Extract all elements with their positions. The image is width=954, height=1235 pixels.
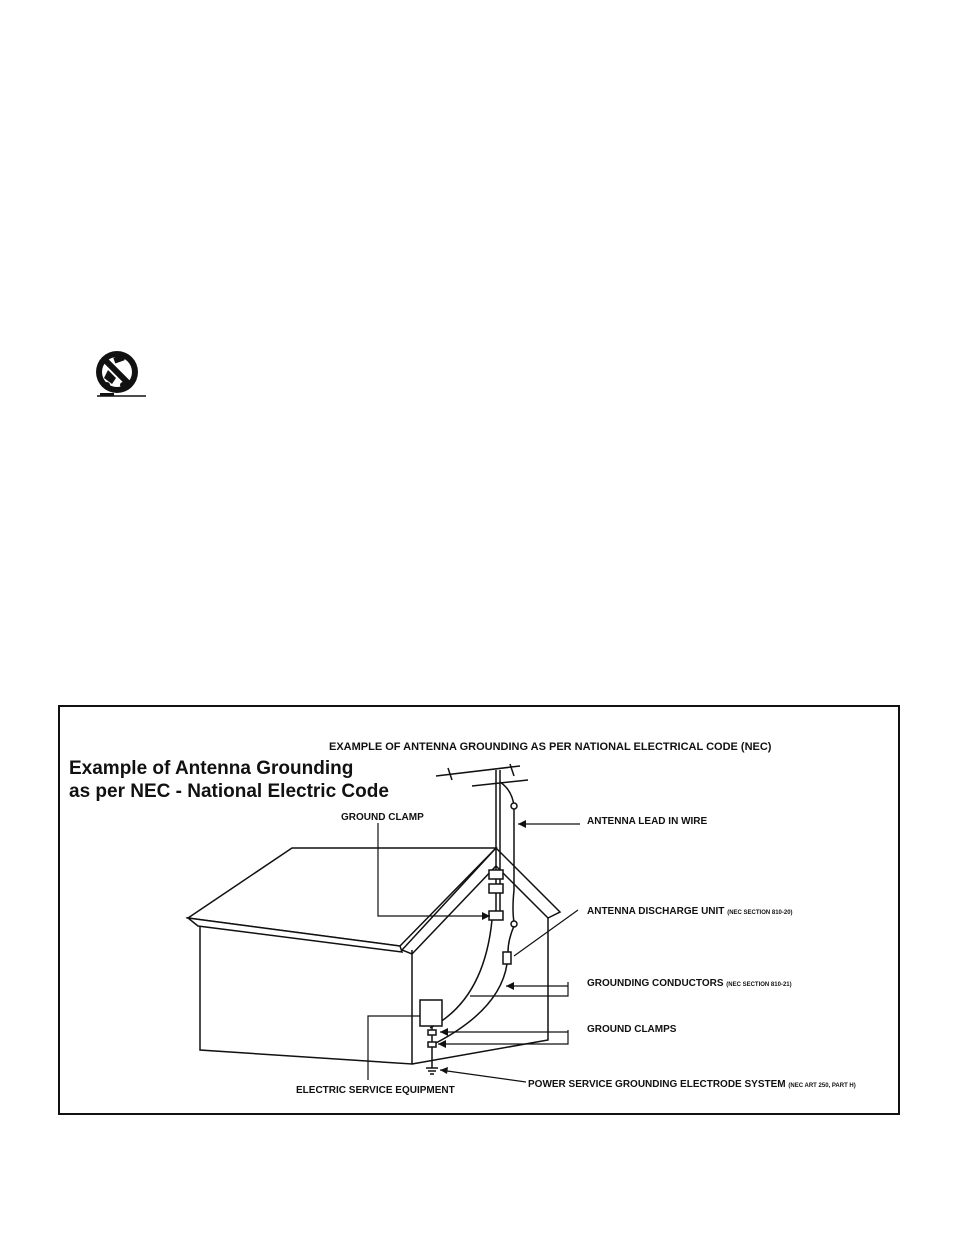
antenna-grounding-figure-frame — [58, 705, 900, 1115]
label-antenna-lead-in-wire: ANTENNA LEAD IN WIRE — [587, 816, 708, 827]
label-antenna-discharge-unit: ANTENNA DISCHARGE UNIT (NEC SECTION 810-… — [587, 906, 793, 917]
label-power-service-grounding: POWER SERVICE GROUNDING ELECTRODE SYSTEM… — [528, 1079, 856, 1090]
figure-caption: EXAMPLE OF ANTENNA GROUNDING AS PER NATI… — [329, 741, 772, 753]
leader-arrowheads — [438, 820, 526, 1074]
label-grounding-conductors: GROUNDING CONDUCTORS (NEC SECTION 810-21… — [587, 978, 792, 989]
no-cart-tipping-icon — [96, 351, 146, 397]
label-ground-clamp: GROUND CLAMP — [341, 812, 424, 823]
house-drawing — [185, 846, 562, 1065]
figure-heading-line1: Example of Antenna Grounding — [69, 758, 353, 779]
label-electric-service-equipment: ELECTRIC SERVICE EQUIPMENT — [296, 1085, 455, 1096]
antenna-drawing — [419, 763, 529, 1075]
figure-heading-line2: as per NEC - National Electric Code — [69, 781, 389, 802]
leader-lines — [367, 823, 580, 1083]
label-ground-clamps: GROUND CLAMPS — [587, 1024, 677, 1035]
